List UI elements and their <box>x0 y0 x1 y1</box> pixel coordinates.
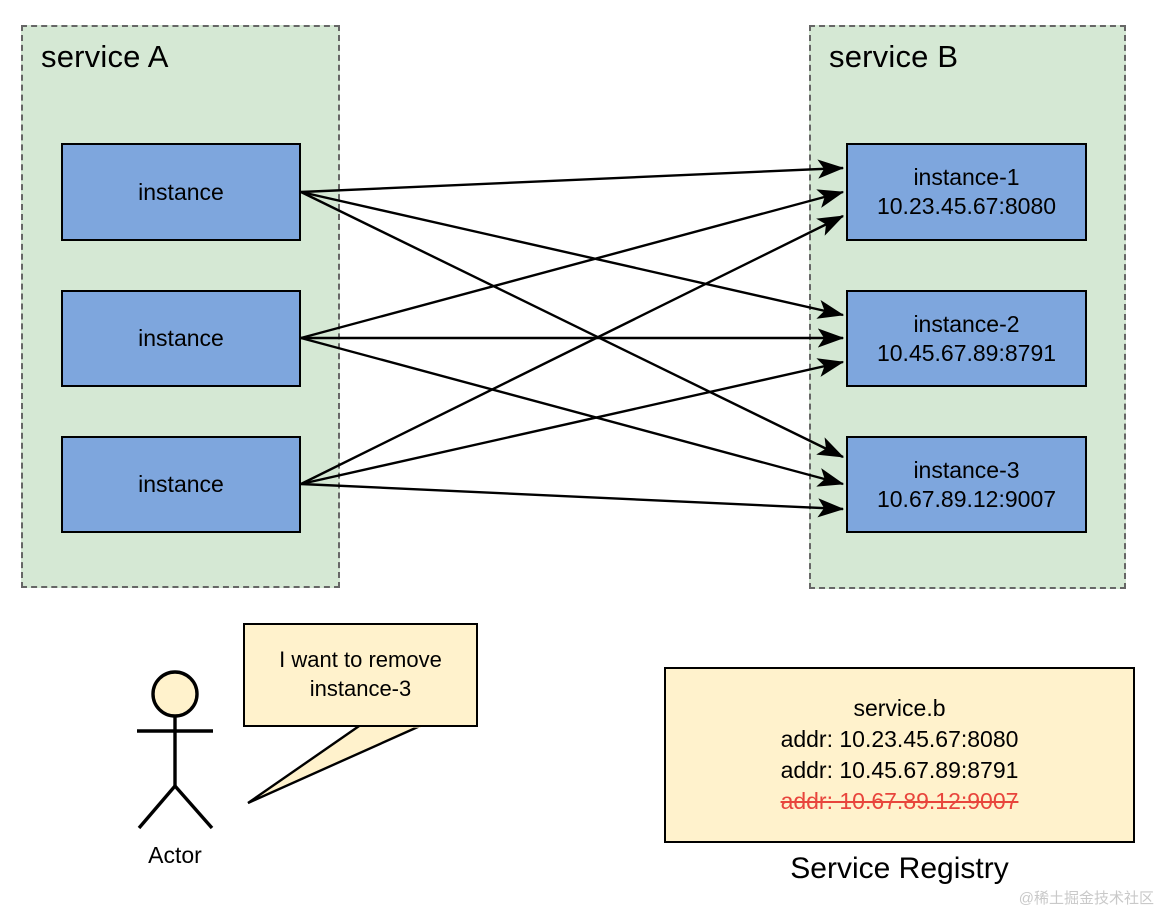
service-a-instance-1[interactable]: instance <box>61 143 301 241</box>
service-b-instance-1[interactable]: instance-1 10.23.45.67:8080 <box>846 143 1087 241</box>
service-b-instance-3[interactable]: instance-3 10.67.89.12:9007 <box>846 436 1087 533</box>
speech-bubble: I want to remove instance-3 <box>243 623 478 727</box>
registry-entry-3-removed: addr: 10.67.89.12:9007 <box>780 788 1019 815</box>
service-a-title: service A <box>41 39 169 74</box>
registry-entry-1: addr: 10.23.45.67:8080 <box>780 725 1019 752</box>
instance-address: 10.23.45.67:8080 <box>876 193 1057 219</box>
watermark: @稀土掘金技术社区 <box>1018 890 1154 907</box>
speech-line-2: instance-3 <box>309 676 412 701</box>
actor-leg-right <box>173 784 214 830</box>
service-registry-box: service.b addr: 10.23.45.67:8080 addr: 1… <box>664 667 1135 843</box>
actor-label: Actor <box>148 842 202 868</box>
service-registry-caption: Service Registry <box>790 852 1009 885</box>
instance-name: instance-3 <box>913 456 1020 483</box>
instance-label: instance <box>138 178 224 205</box>
instance-name: instance-1 <box>913 164 1020 191</box>
service-a-instance-3[interactable]: instance <box>61 436 301 533</box>
instance-name: instance-2 <box>913 310 1020 337</box>
actor-head <box>151 670 199 718</box>
speech-line-1: I want to remove <box>279 647 442 673</box>
instance-label: instance <box>138 471 224 498</box>
service-b-instance-2[interactable]: instance-2 10.45.67.89:8791 <box>846 290 1087 387</box>
instance-label: instance <box>138 325 224 352</box>
actor-leg-left <box>137 784 177 830</box>
service-a-instance-2[interactable]: instance <box>61 290 301 387</box>
registry-entry-2: addr: 10.45.67.89:8791 <box>780 757 1019 783</box>
instance-address: 10.67.89.12:9007 <box>876 485 1057 512</box>
registry-service-key: service.b <box>853 694 946 721</box>
speech-bubble-tail <box>247 722 421 805</box>
service-b-title: service B <box>829 39 959 74</box>
instance-address: 10.45.67.89:8791 <box>876 339 1057 366</box>
